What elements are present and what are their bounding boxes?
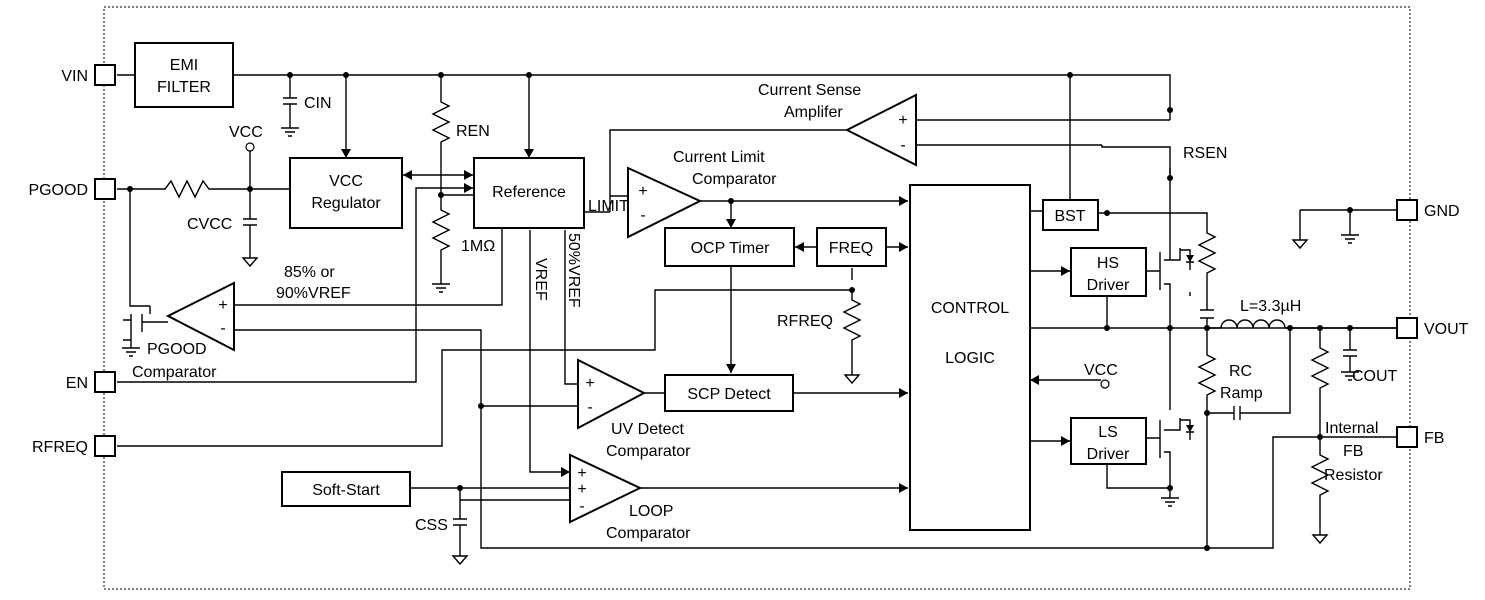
- pin-gnd[interactable]: GND: [1396, 199, 1460, 221]
- svg-text:-: -: [640, 207, 645, 224]
- cvcc-label: CVCC: [187, 216, 232, 233]
- reference-block: Reference: [473, 157, 585, 229]
- pgood-comparator-label: Comparator: [132, 364, 217, 381]
- pin-label: EN: [66, 375, 88, 392]
- block-label: EMI: [170, 57, 198, 74]
- svg-text:+: +: [585, 375, 594, 392]
- pin-label: GND: [1424, 203, 1460, 220]
- block-label: VCC: [329, 173, 363, 190]
- rsen-label: RSEN: [1183, 145, 1227, 162]
- vcc-regulator-block: VCC Regulator: [289, 157, 403, 229]
- pin-en[interactable]: EN: [66, 371, 116, 393]
- ren-label: REN: [456, 123, 490, 140]
- vcc-label: VCC: [229, 124, 263, 141]
- internal-fb-label: Internal: [1325, 420, 1378, 437]
- block-label: LOGIC: [945, 350, 995, 367]
- block-label: Regulator: [311, 195, 381, 212]
- control-logic-block: CONTROL LOGIC: [909, 184, 1031, 531]
- svg-text:-: -: [579, 498, 584, 515]
- junction-dots: [127, 72, 1353, 551]
- pin-rfreq[interactable]: RFREQ: [32, 435, 116, 457]
- current-limit-label: Current Limit: [673, 149, 765, 166]
- ground-symbols: [122, 127, 1359, 566]
- pgood-comparator: + -: [165, 281, 235, 352]
- block-label: LS: [1098, 424, 1118, 441]
- threshold-label: 85% or: [284, 264, 335, 281]
- block-label: Driver: [1087, 277, 1130, 294]
- block-label: FILTER: [157, 79, 211, 96]
- current-limit-comparator: + -: [627, 166, 703, 239]
- ocp-timer-block: OCP Timer: [664, 227, 795, 267]
- uv-detect-comparator: + -: [577, 358, 647, 430]
- current-sense-label: Amplifer: [784, 104, 843, 121]
- block-label: Reference: [492, 184, 566, 201]
- pin-label: RFREQ: [32, 439, 88, 456]
- loop-comparator-label: LOOP: [629, 503, 673, 520]
- pgood-comparator-label: PGOOD: [147, 341, 207, 358]
- internal-fb-label: Resistor: [1324, 467, 1383, 484]
- cin-label: CIN: [304, 95, 332, 112]
- pin-label: FB: [1424, 430, 1444, 447]
- soft-start-block: Soft-Start: [281, 471, 411, 507]
- inductor-label: L=3.3µH: [1240, 298, 1301, 315]
- svg-text:+: +: [577, 465, 586, 482]
- block-label: Soft-Start: [312, 482, 380, 499]
- svg-text:-: -: [587, 399, 592, 416]
- vcc-terminal-icon: [1100, 379, 1110, 389]
- annotations: CIN VCC CVCC REN 1MΩ LIMIT VREF 50%VREF …: [132, 82, 1398, 542]
- pin-fb[interactable]: FB: [1396, 426, 1444, 448]
- current-limit-label: Comparator: [692, 171, 777, 188]
- uv-detect-label: UV Detect: [611, 421, 684, 438]
- bst-block: BST: [1042, 199, 1099, 231]
- scp-detect-block: SCP Detect: [664, 374, 794, 412]
- arrowheads: [341, 149, 1194, 493]
- pin-vin[interactable]: VIN: [61, 64, 116, 86]
- emi-filter-block: EMI FILTER: [134, 42, 234, 108]
- pin-label: VIN: [61, 68, 88, 85]
- css-label: CSS: [415, 517, 448, 534]
- block-label: SCP Detect: [687, 386, 771, 403]
- pin-label: PGOOD: [28, 182, 88, 199]
- svg-text:-: -: [220, 320, 225, 337]
- block-label: FREQ: [829, 240, 873, 257]
- limit-label: LIMIT: [588, 198, 629, 215]
- loop-comparator-label: Comparator: [606, 525, 691, 542]
- current-sense-amplifier: + -: [844, 93, 917, 167]
- vcc-terminal-icon: [245, 142, 255, 152]
- loop-comparator: + + -: [569, 453, 643, 524]
- hs-driver-block: HS Driver: [1070, 247, 1147, 297]
- svg-text:-: -: [900, 137, 905, 154]
- threshold-label: 90%VREF: [276, 285, 351, 302]
- block-label: OCP Timer: [691, 240, 771, 257]
- vcc-label: VCC: [1084, 362, 1118, 379]
- chip-boundary: [103, 6, 1411, 590]
- uv-detect-label: Comparator: [606, 443, 691, 460]
- one-meg-label: 1MΩ: [461, 238, 495, 255]
- rc-ramp-label: Ramp: [1220, 385, 1263, 402]
- block-label: BST: [1054, 208, 1085, 225]
- internal-fb-label: FB: [1343, 443, 1363, 460]
- rc-ramp-label: RC: [1229, 363, 1252, 380]
- cout-label: COUT: [1352, 368, 1398, 385]
- half-vref-label: 50%VREF: [565, 233, 582, 308]
- svg-text:+: +: [898, 112, 907, 129]
- pin-pgood[interactable]: PGOOD: [28, 178, 116, 200]
- inductor-icon: [1220, 319, 1290, 329]
- pin-vout[interactable]: VOUT: [1396, 317, 1469, 339]
- current-sense-label: Current Sense: [758, 82, 861, 99]
- block-label: HS: [1097, 255, 1119, 272]
- vref-label: VREF: [532, 258, 549, 301]
- wiring: [117, 74, 1396, 556]
- ls-driver-block: LS Driver: [1070, 417, 1147, 465]
- svg-text:+: +: [577, 481, 586, 498]
- rfreq-resistor-label: RFREQ: [777, 313, 833, 330]
- svg-text:+: +: [638, 183, 647, 200]
- freq-block: FREQ: [816, 227, 887, 267]
- block-label: Driver: [1087, 446, 1130, 463]
- block-label: CONTROL: [931, 300, 1009, 317]
- pin-label: VOUT: [1424, 321, 1469, 338]
- svg-text:+: +: [218, 297, 227, 314]
